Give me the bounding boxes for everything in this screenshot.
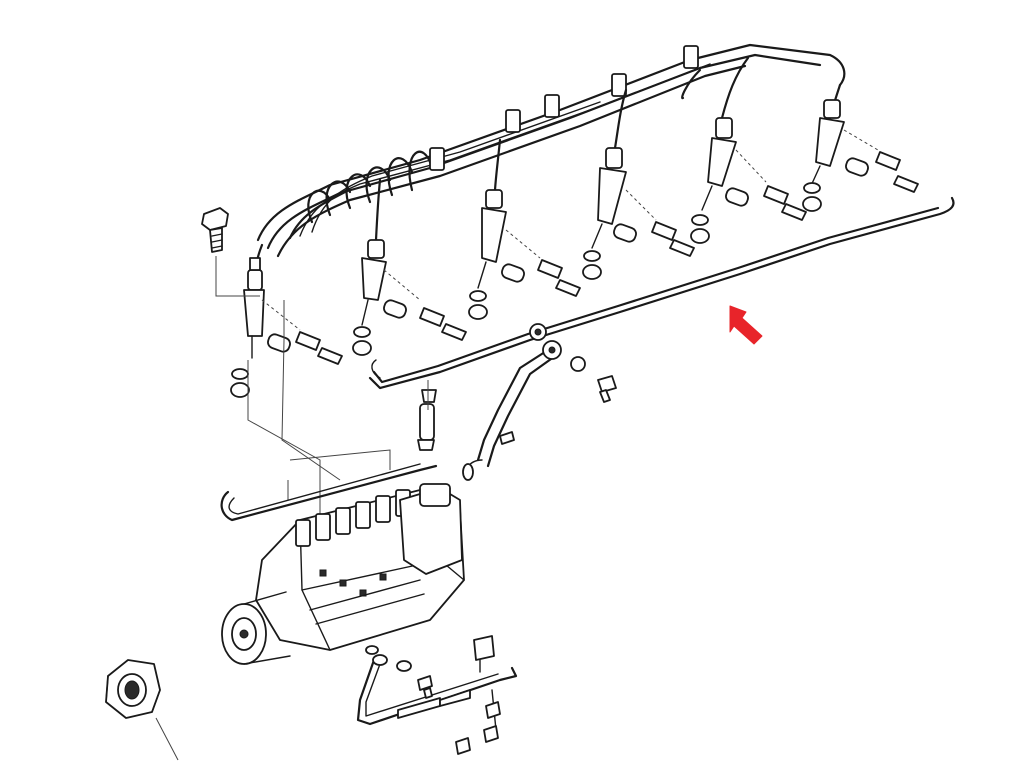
bolt-upper-left <box>201 207 260 297</box>
injector-4 <box>591 147 627 249</box>
red-arrow-icon <box>729 305 763 345</box>
injector-3 <box>477 189 507 289</box>
injector-hardware <box>230 129 919 398</box>
high-pressure-pipe-bundle <box>254 43 846 272</box>
injector-6 <box>809 99 845 189</box>
fuel-return-line <box>368 196 955 390</box>
leader-lines <box>247 300 391 520</box>
injector-5 <box>701 117 737 211</box>
injector-2 <box>361 239 387 326</box>
supply-pipe <box>462 340 617 481</box>
hex-nut <box>105 659 179 761</box>
injector-1 <box>243 257 265 359</box>
lower-fuel-line <box>356 635 518 755</box>
center-fittings <box>417 380 437 451</box>
injection-pump <box>220 463 465 665</box>
